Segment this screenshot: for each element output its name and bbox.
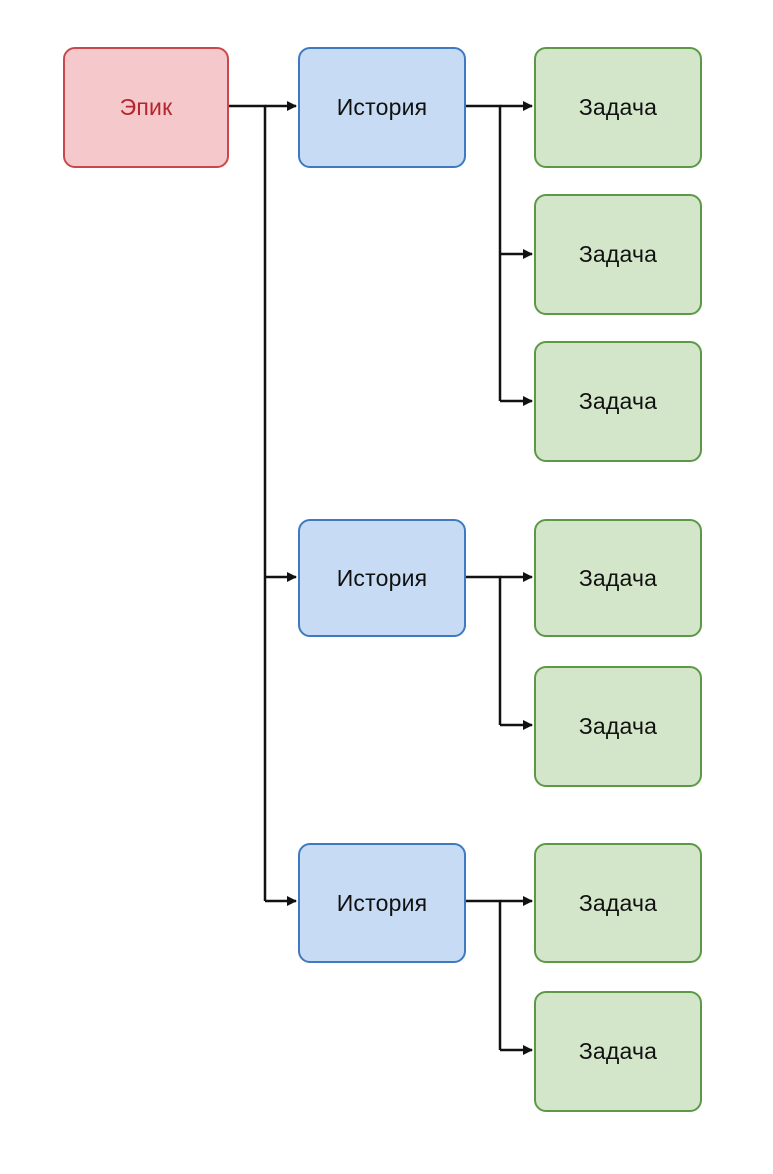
task-label-3: Задача (578, 388, 658, 414)
task-label-4: Задача (578, 564, 658, 591)
story-label-1: История (336, 94, 428, 120)
story-3-trunk (466, 899, 502, 1050)
epic-label: Эпик (119, 94, 173, 120)
task-label-1: Задача (578, 94, 658, 120)
epic-trunk (229, 104, 267, 901)
task-label-6: Задача (578, 889, 658, 916)
task-node-3: Задача (534, 341, 702, 462)
story-label-3: История (336, 889, 428, 916)
story-1-trunk (466, 104, 502, 401)
story-2-trunk (466, 575, 502, 725)
task-label-2: Задача (578, 241, 658, 267)
task-node-5: Задача (534, 666, 702, 787)
story-node-3: История (298, 843, 466, 963)
story-node-1: История (298, 47, 466, 168)
task-node-1: Задача (534, 47, 702, 168)
epic-node: Эпик (63, 47, 229, 168)
task-node-6: Задача (534, 843, 702, 963)
story-node-2: История (298, 519, 466, 637)
story-label-2: История (336, 564, 428, 591)
task-label-7: Задача (578, 1038, 658, 1064)
task-node-2: Задача (534, 194, 702, 315)
task-node-4: Задача (534, 519, 702, 637)
task-node-7: Задача (534, 991, 702, 1112)
task-label-5: Задача (578, 713, 658, 739)
